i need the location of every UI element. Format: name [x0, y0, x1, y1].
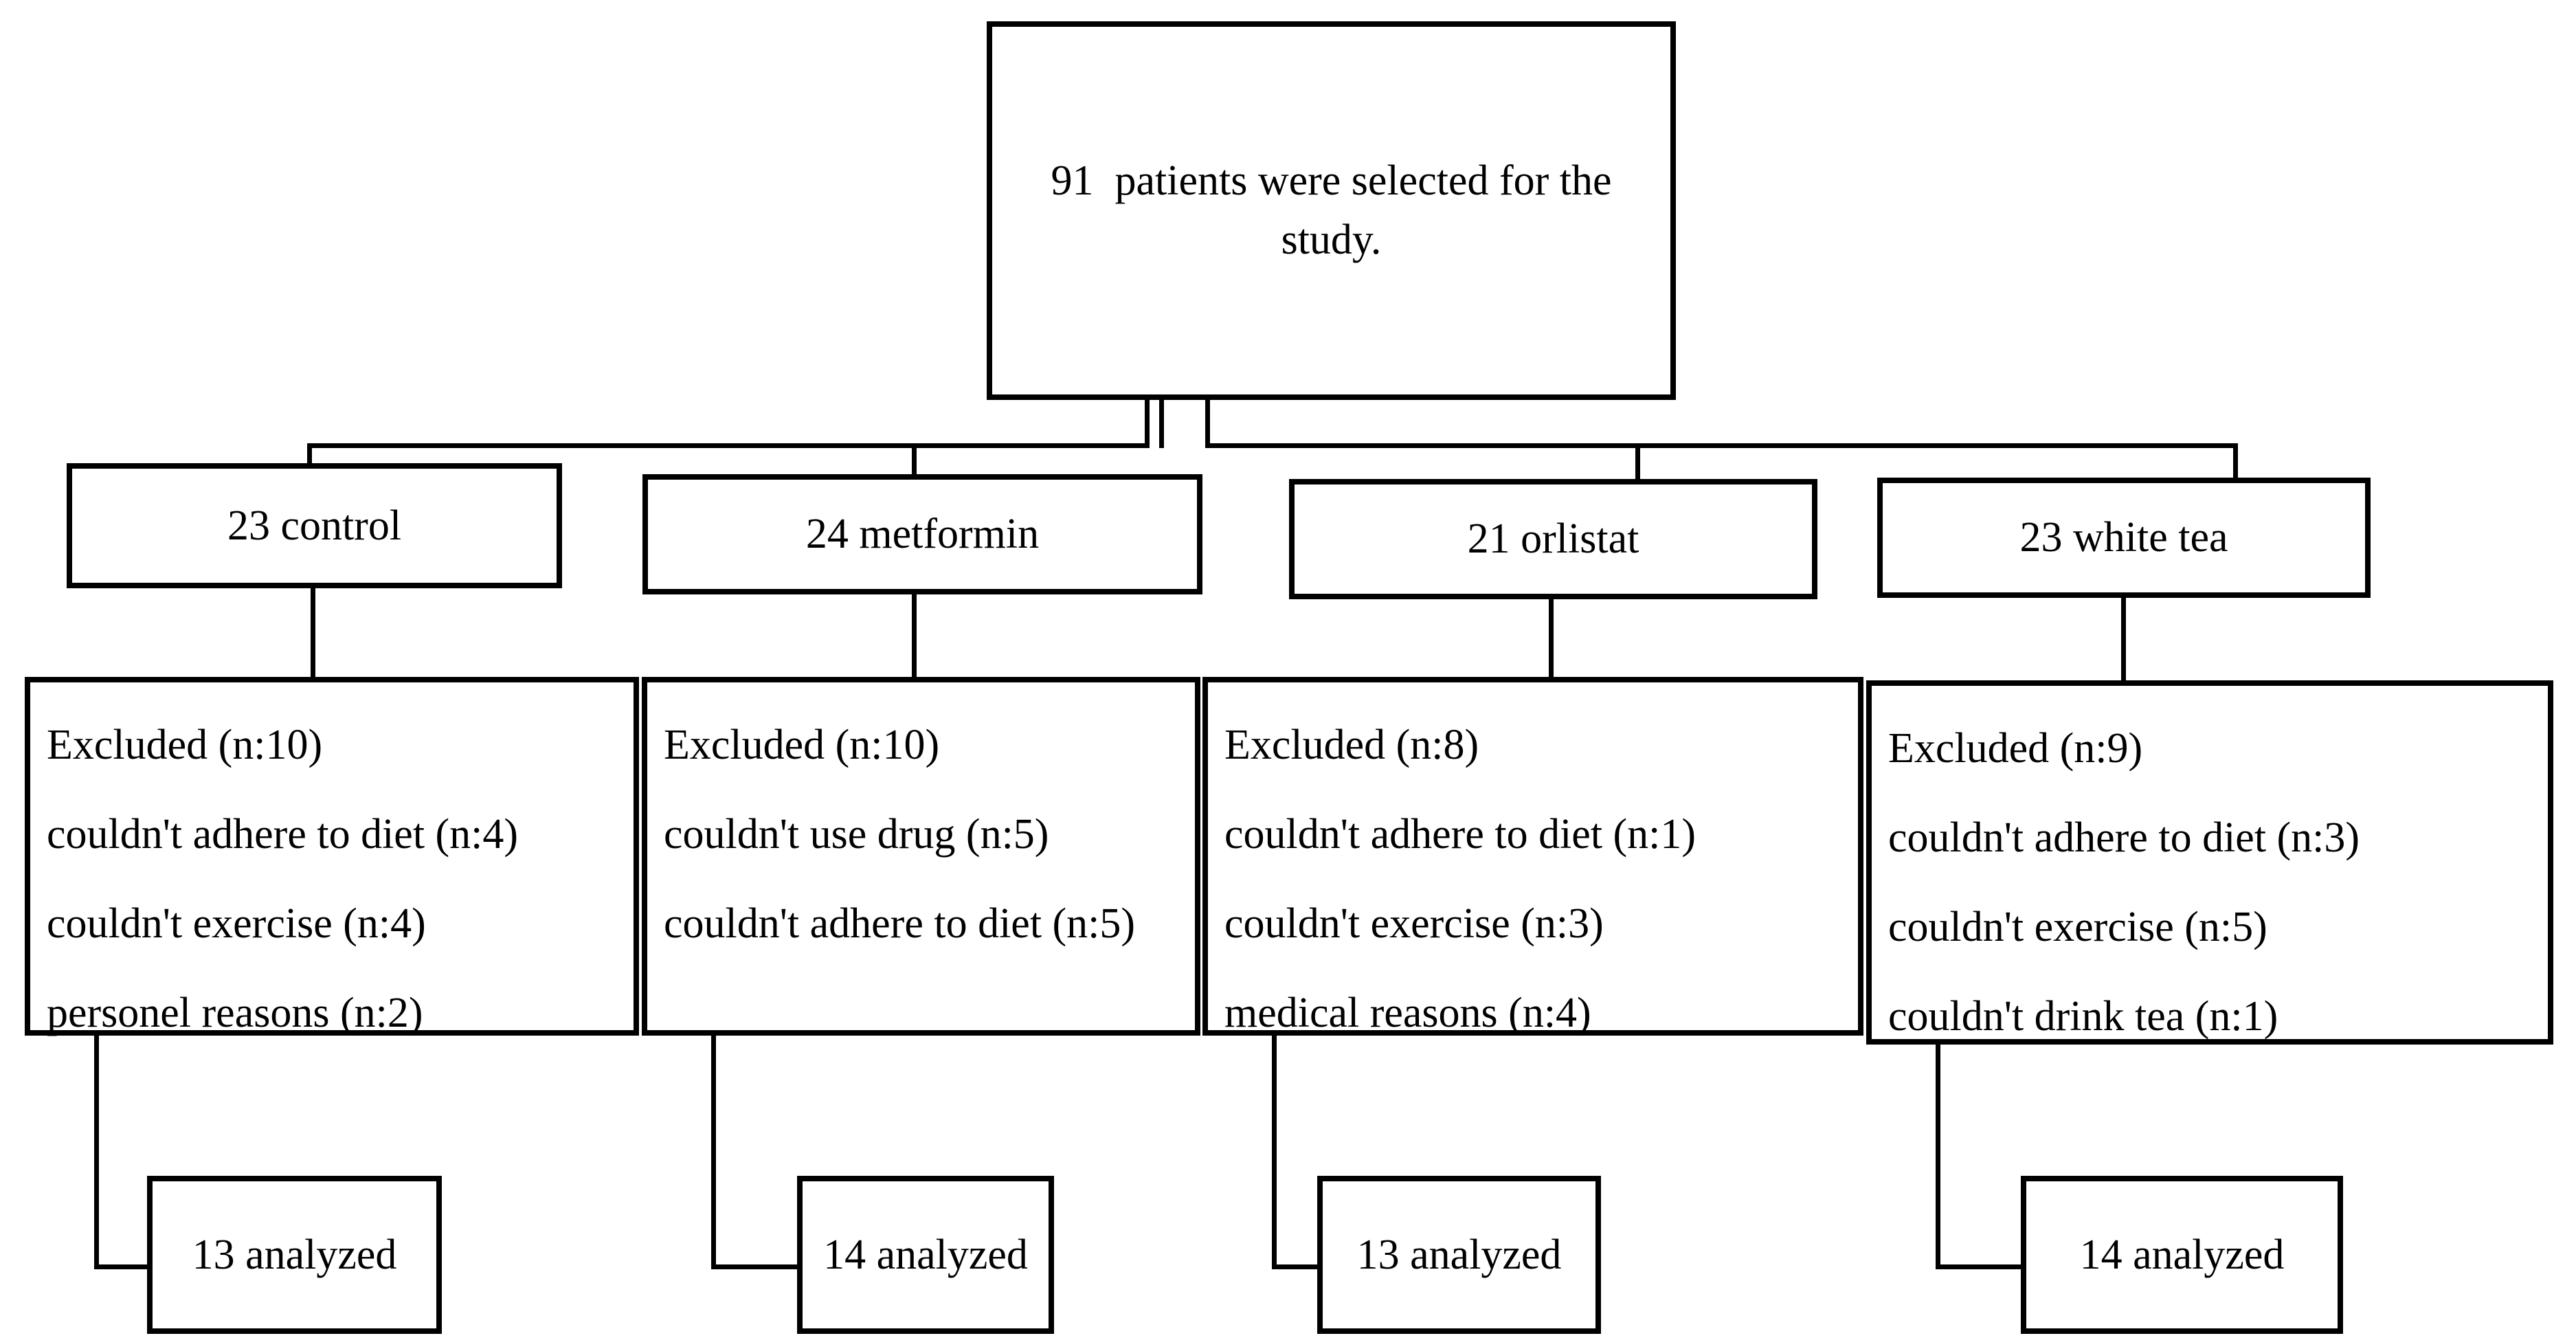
analyzed-label-control: 13 analyzed — [192, 1231, 397, 1278]
exclusion-line: personel reasons (n:2) — [47, 990, 423, 1036]
exclusion1-down — [94, 1031, 99, 1269]
drop-to-metformin — [912, 443, 917, 479]
exclusion3-down — [1272, 1031, 1277, 1269]
exclusion-line: couldn't adhere to diet (n:4) — [47, 811, 519, 858]
drop-to-orlistat — [1635, 443, 1640, 484]
enrollment-box: 91 patients were selected for the study. — [987, 21, 1676, 400]
enrollment-text-line1: 91 patients were selected for the — [1051, 157, 1612, 204]
exclusion-line: Excluded (n:9) — [1888, 725, 2143, 772]
exclusion4-elbow — [1936, 1264, 2025, 1269]
top-box-stub-right — [1205, 396, 1210, 448]
metformin-to-exclusion — [912, 590, 917, 680]
analyzed-box-control: 13 analyzed — [147, 1176, 442, 1334]
exclusion2-down — [711, 1031, 716, 1269]
exclusion-line: couldn't exercise (n:5) — [1888, 904, 2267, 950]
group-label-white-tea: 23 white tea — [2019, 514, 2228, 561]
exclusion-line: couldn't exercise (n:4) — [47, 900, 426, 947]
group-box-orlistat: 21 orlistat — [1289, 479, 1817, 599]
exclusion-line: Excluded (n:10) — [47, 722, 323, 768]
group-box-white-tea: 23 white tea — [1877, 478, 2371, 598]
exclusion-line: couldn't drink tea (n:1) — [1888, 993, 2278, 1040]
exclusion-box-control: Excluded (n:10) couldn't adhere to diet … — [25, 677, 639, 1036]
drop-to-white-tea — [2233, 443, 2238, 482]
top-box-stub-middle — [1159, 396, 1164, 448]
group-label-control: 23 control — [227, 502, 402, 549]
exclusion4-down — [1936, 1040, 1940, 1269]
exclusion-line: couldn't adhere to diet (n:5) — [664, 900, 1136, 947]
enrollment-text-line2: study. — [1281, 216, 1382, 263]
exclusion-line: couldn't adhere to diet (n:3) — [1888, 814, 2360, 861]
group-label-orlistat: 21 orlistat — [1467, 515, 1639, 563]
group-box-metformin: 24 metformin — [642, 474, 1202, 594]
distribution-rail-left — [307, 443, 1150, 448]
exclusion-line: couldn't exercise (n:3) — [1224, 900, 1604, 947]
analyzed-label-white-tea: 14 analyzed — [2079, 1231, 2285, 1278]
white-tea-to-exclusion — [2121, 592, 2126, 684]
analyzed-box-metformin: 14 analyzed — [797, 1176, 1054, 1334]
exclusion-line: Excluded (n:10) — [664, 722, 940, 768]
distribution-rail-right — [1205, 443, 2238, 448]
analyzed-label-metformin: 14 analyzed — [823, 1231, 1028, 1278]
exclusion-box-white-tea: Excluded (n:9) couldn't adhere to diet (… — [1866, 680, 2553, 1045]
exclusion-line: medical reasons (n:4) — [1224, 990, 1591, 1036]
exclusion-line: couldn't adhere to diet (n:1) — [1224, 811, 1696, 858]
exclusion2-elbow — [711, 1264, 800, 1269]
group-box-control: 23 control — [67, 463, 562, 588]
exclusion-line: couldn't use drug (n:5) — [664, 811, 1049, 858]
analyzed-label-orlistat: 13 analyzed — [1356, 1231, 1562, 1278]
top-box-stub-left — [1145, 396, 1150, 448]
analyzed-box-white-tea: 14 analyzed — [2021, 1176, 2343, 1334]
exclusion-box-metformin: Excluded (n:10) couldn't use drug (n:5) … — [642, 677, 1200, 1036]
drop-to-control — [307, 443, 312, 468]
exclusion1-elbow — [94, 1264, 150, 1269]
analyzed-box-orlistat: 13 analyzed — [1317, 1176, 1601, 1334]
orlistat-to-exclusion — [1549, 594, 1554, 680]
group-label-metformin: 24 metformin — [805, 511, 1040, 558]
control-to-exclusion — [311, 583, 315, 680]
exclusion3-elbow — [1272, 1264, 1321, 1269]
exclusion-line: Excluded (n:8) — [1224, 722, 1479, 768]
exclusion-box-orlistat: Excluded (n:8) couldn't adhere to diet (… — [1202, 677, 1863, 1036]
